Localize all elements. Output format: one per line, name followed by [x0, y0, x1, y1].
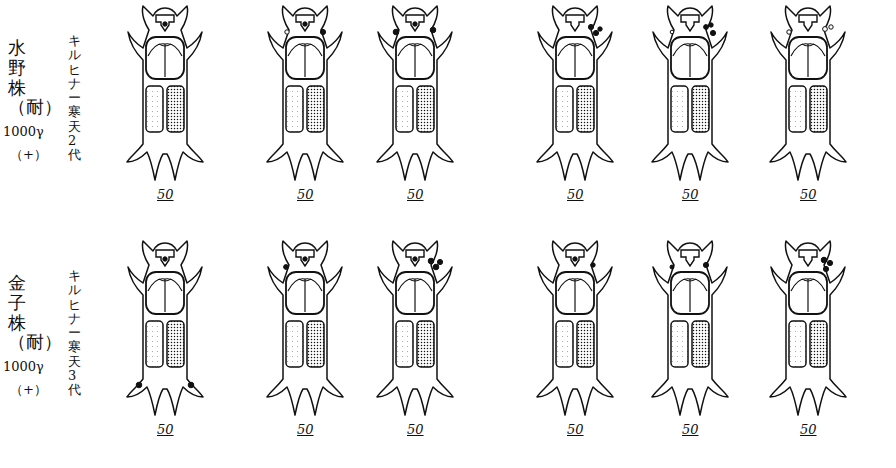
animal-figure [267, 6, 343, 180]
animal-figure [537, 6, 613, 180]
lesion-spot [829, 25, 833, 29]
count-label: 50 [682, 187, 699, 202]
lesion-spot [428, 258, 434, 264]
lesion-spot [163, 257, 167, 261]
lesion-spot [670, 265, 674, 269]
lesion-spot [285, 30, 289, 34]
lesion-spot [787, 30, 791, 34]
medium-label: キルヒナー寒天2代 [68, 34, 81, 163]
animal-figure [770, 6, 846, 180]
count-label: 50 [407, 422, 424, 437]
count-label: 50 [800, 187, 817, 202]
lesion-spot [303, 257, 307, 261]
animal-figure [127, 241, 203, 415]
lesion-spot [413, 22, 417, 26]
animal-figure [537, 241, 613, 415]
lesion-spot [303, 22, 307, 26]
count-label: 50 [297, 422, 314, 437]
count-label: 50 [407, 187, 424, 202]
lesion-spot [188, 382, 194, 388]
lesion-spot [823, 266, 828, 271]
lesion-spot [437, 259, 442, 264]
strain-label: 金子株（耐） [8, 273, 26, 352]
lesion-spot [670, 30, 674, 34]
animal-figure [377, 6, 453, 180]
count-label: 50 [297, 187, 314, 202]
animal-figure [652, 241, 728, 415]
animal-figure [377, 241, 453, 415]
lesion-spot [163, 22, 167, 26]
lesion-spot [710, 30, 715, 35]
strain-label: 水野株（耐） [8, 38, 26, 117]
lesion-spot [320, 29, 325, 34]
lesion-spot [433, 264, 439, 270]
lesion-spot [704, 25, 709, 30]
lesion-spot [284, 265, 289, 270]
lesion-spot [591, 263, 595, 267]
animal-figure [267, 241, 343, 415]
lesion-spot [821, 257, 827, 263]
result-label: （+） [10, 381, 47, 399]
lesion-spot [136, 382, 142, 388]
dose-label: 1000γ [3, 124, 44, 139]
count-label: 50 [157, 187, 174, 202]
lesion-spot [709, 23, 713, 27]
lesion-spot [413, 257, 417, 261]
result-label: （+） [10, 146, 47, 164]
lesion-spot [588, 24, 593, 29]
animal-figure [127, 6, 203, 180]
lesion-spot [430, 27, 436, 33]
count-label: 50 [567, 187, 584, 202]
animal-figure [652, 6, 728, 180]
lesion-spot [573, 257, 577, 261]
medium-label: キルヒナー寒天3代 [68, 269, 81, 398]
lesion-spot [393, 29, 399, 35]
count-label: 50 [800, 422, 817, 437]
animal-figure [770, 241, 846, 415]
count-label: 50 [682, 422, 699, 437]
lesion-spot [827, 260, 832, 265]
lesion-spot [598, 27, 602, 31]
lesion-spot [823, 27, 828, 32]
dose-label: 1000γ [3, 359, 44, 374]
lesion-spot [593, 30, 598, 35]
count-label: 50 [157, 422, 174, 437]
lesion-spot [703, 262, 708, 267]
count-label: 50 [567, 422, 584, 437]
